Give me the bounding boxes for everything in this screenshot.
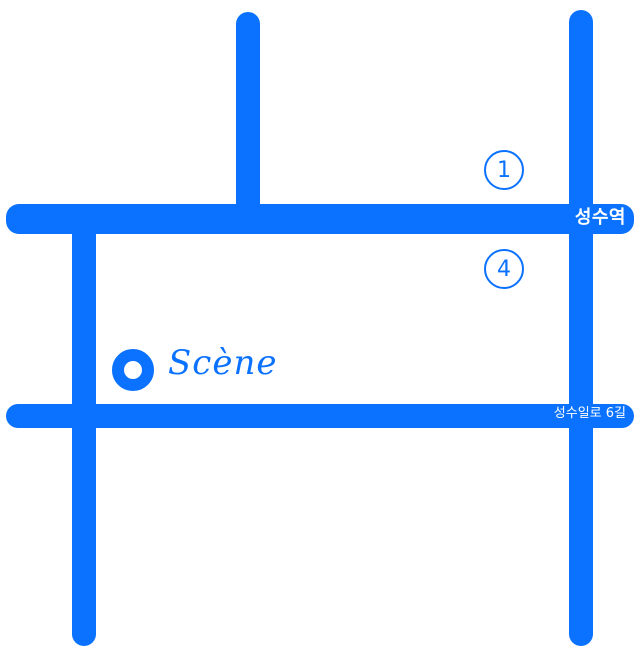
venue-name: Scène [168, 343, 278, 383]
road-horizontal-seongsuil-ro-6gil [6, 404, 634, 428]
road-vertical-right [569, 10, 593, 646]
exit-1-marker: 1 [484, 150, 524, 190]
road-horizontal-station [6, 204, 634, 234]
exit-1-number: 1 [497, 157, 511, 183]
exit-4-marker: 4 [484, 249, 524, 289]
road-vertical-top-left [236, 12, 260, 220]
location-ring-icon [112, 349, 154, 391]
station-label: 성수역 [574, 207, 626, 228]
road-label: 성수일로 6길 [553, 406, 626, 421]
exit-4-number: 4 [497, 256, 511, 282]
